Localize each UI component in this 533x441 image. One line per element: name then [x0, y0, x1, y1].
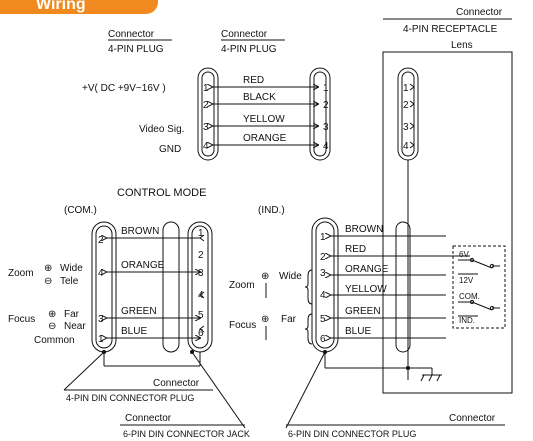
com6-pin-6: 6 [198, 328, 204, 339]
ind-wire-yellow: YELLOW [345, 284, 387, 295]
receptacle-pin-2: 2 [403, 100, 409, 111]
com6-pin-2: 2 [198, 250, 204, 261]
signal-video: Video Sig. [139, 124, 184, 135]
com6-pin-5: 5 [198, 310, 204, 321]
ind-conn-title: Connector [449, 413, 496, 424]
com-conn6-title: Connector [125, 413, 172, 424]
ind-wire-brown: BROWN [345, 224, 383, 235]
com-focus: Focus [8, 314, 35, 325]
com-wire-orange: ORANGE [121, 260, 165, 271]
com-label: (COM.) [64, 205, 97, 216]
plug2-body [309, 67, 331, 161]
com-common: Common [34, 335, 75, 346]
com-plus-wide: ⊕ [44, 263, 52, 274]
ind-wire-green: GREEN [345, 306, 381, 317]
com-pin-1: 1 [98, 334, 104, 345]
plug1-body [197, 67, 219, 161]
com-near: Near [64, 321, 86, 332]
com-wide: Wide [60, 263, 83, 274]
com-minus-tele: ⊖ [44, 276, 52, 287]
ind-far: Far [281, 314, 297, 325]
receptacle-pin-3: 3 [403, 122, 409, 133]
switch-6v: 6V [459, 250, 469, 259]
ind-plus-far: ⊕ [261, 314, 269, 325]
ind-focus: Focus [229, 320, 256, 331]
com-pin-4: 4 [98, 268, 104, 279]
wire-red: RED [243, 75, 264, 86]
com-wire-blue: BLUE [121, 326, 147, 337]
page-title: Wiring [36, 0, 86, 13]
ind-conn-sub: 6-PIN DIN CONNECTOR PLUG [288, 429, 416, 439]
ind-wide: Wide [279, 271, 302, 282]
lens-label: Lens [451, 40, 473, 51]
ind-plus-wide: ⊕ [261, 271, 269, 282]
signal-vplus: +V( DC +9V~16V ) [82, 83, 166, 94]
com6-pin-3: 3 [198, 268, 204, 279]
receptacle-sub: 4-PIN RECEPTACLE [403, 24, 498, 35]
com-wire-brown: BROWN [121, 226, 159, 237]
wire-orange: ORANGE [243, 133, 287, 144]
switch-com: COM. [459, 292, 480, 301]
plug1-pin-2: 2 [203, 100, 209, 111]
plug1-pin-1: 1 [203, 83, 209, 94]
com-minus-near: ⊖ [48, 321, 56, 332]
ind-wire-orange: ORANGE [345, 264, 389, 275]
plug2-pin-1: 1 [323, 83, 329, 94]
plug2-pin-2: 2 [323, 100, 329, 111]
mode-switch-box [452, 245, 506, 329]
plug1-pin-3: 3 [203, 122, 209, 133]
plug1-title: Connector [108, 29, 155, 40]
ind-zoom: Zoom [229, 280, 255, 291]
ind-pin-3: 3 [320, 268, 326, 279]
ind-pin-4: 4 [320, 290, 326, 301]
plug1-pin-4: 4 [203, 141, 209, 152]
ind-wire-red: RED [345, 244, 366, 255]
wire-black: BLACK [243, 92, 276, 103]
plug2-pin-4: 4 [323, 141, 329, 152]
plug2-title: Connector [221, 29, 268, 40]
com-conn4-sub: 4-PIN DIN CONNECTOR PLUG [66, 393, 194, 403]
receptacle-pin-4: 4 [403, 141, 409, 152]
control-mode-title: CONTROL MODE [117, 187, 206, 199]
switch-12v: 12V [459, 276, 474, 285]
ind-pin-6: 6 [320, 334, 326, 345]
ind-pin-2: 2 [320, 252, 326, 263]
signal-gnd: GND [159, 144, 181, 155]
ind-label: (IND.) [258, 205, 285, 216]
com-far: Far [64, 309, 80, 320]
com-conn4-title: Connector [153, 378, 200, 389]
receptacle-title: Connector [456, 7, 503, 18]
wire-yellow: YELLOW [243, 114, 285, 125]
com-pin-3: 3 [98, 314, 104, 325]
com-wire-green: GREEN [121, 306, 157, 317]
com-pin-2: 2 [98, 235, 104, 246]
lens-box [382, 51, 513, 394]
switch-ind: IND. [459, 316, 475, 325]
plug2-sub: 4-PIN PLUG [221, 44, 277, 55]
ind-pin-1: 1 [320, 232, 326, 243]
com-tele: Tele [60, 276, 79, 287]
ind-wire-blue: BLUE [345, 326, 371, 337]
com6-pin-1: 1 [198, 228, 204, 239]
com-plus-far: ⊕ [48, 309, 56, 320]
plug2-pin-3: 3 [323, 122, 329, 133]
receptacle-pin-1: 1 [403, 83, 409, 94]
title-tab: Wiring [0, 0, 158, 14]
ind-pin-5: 5 [320, 314, 326, 325]
plug1-sub: 4-PIN PLUG [108, 44, 164, 55]
com-conn6-sub: 6-PIN DIN CONNECTOR JACK [123, 429, 250, 439]
com-zoom: Zoom [8, 268, 34, 279]
